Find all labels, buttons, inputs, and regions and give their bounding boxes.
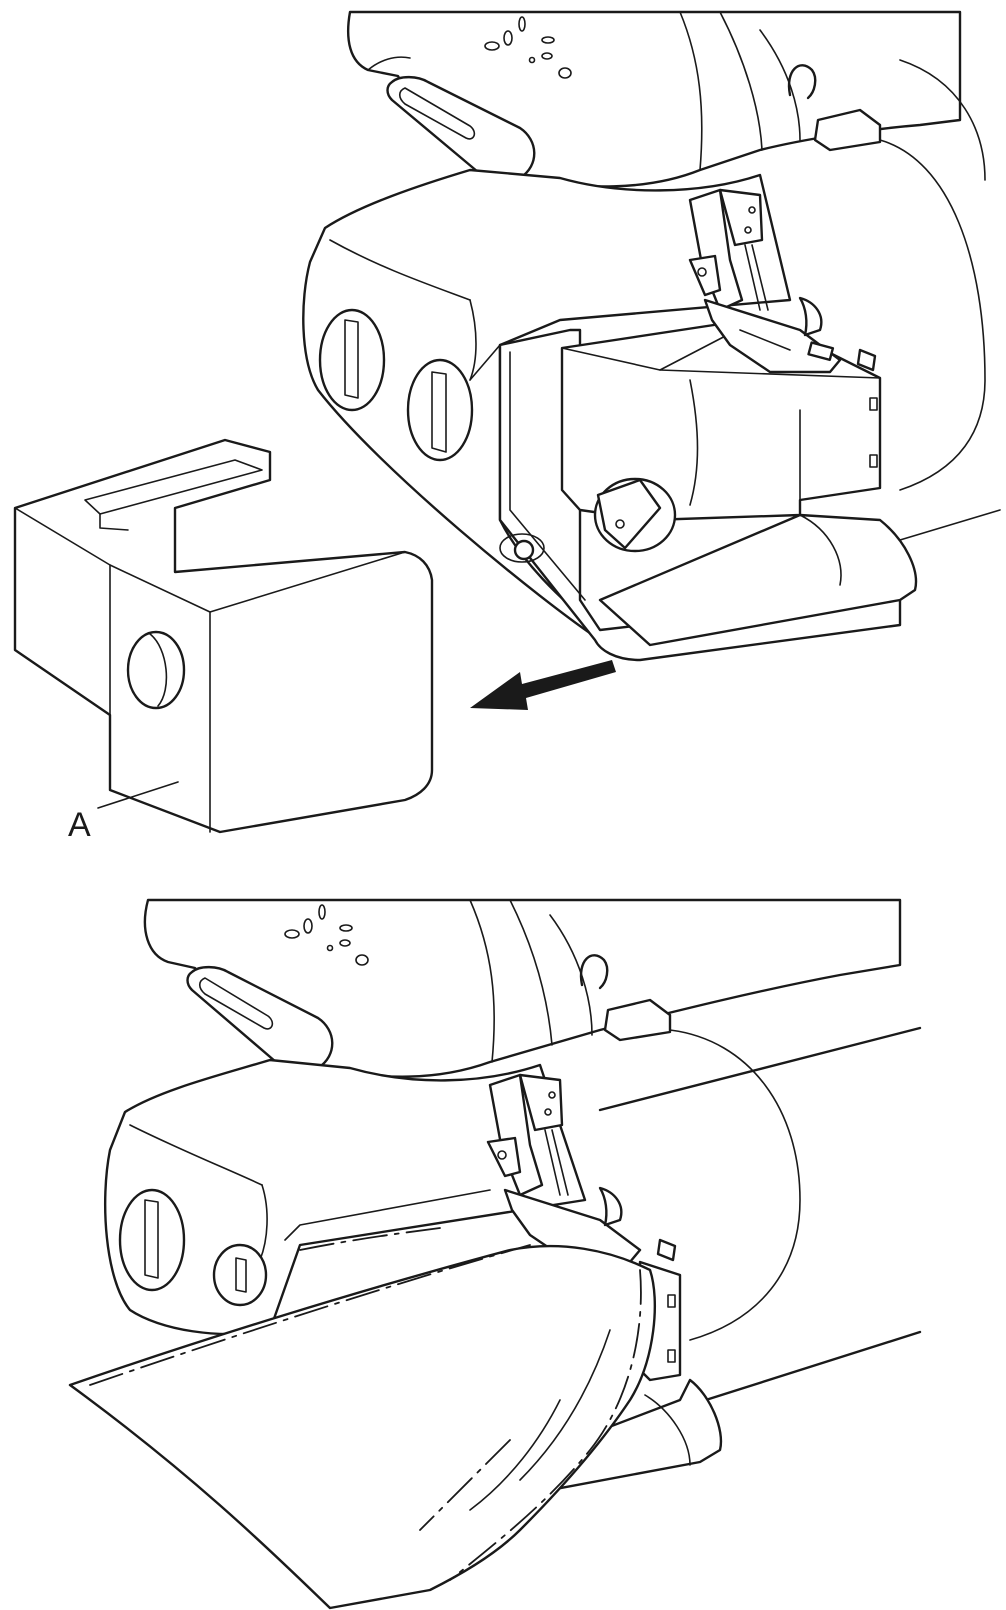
bottom-dial-left	[118, 1188, 186, 1292]
bottom-thread-guide-dots	[284, 904, 369, 966]
cover-a	[13, 438, 434, 834]
callout-a: A	[68, 781, 179, 844]
fabric	[68, 1227, 657, 1610]
bottom-dial-right	[212, 1243, 268, 1307]
top-figure: A	[13, 10, 1001, 844]
top-platform	[598, 513, 918, 647]
bottom-table-line-lower	[688, 1330, 922, 1407]
top-machine-right-side	[879, 139, 986, 491]
thread-guide-dots	[484, 16, 572, 79]
top-box-knob	[593, 477, 677, 553]
top-machine-base	[302, 168, 792, 642]
top-dial-left	[318, 308, 386, 412]
top-table-line	[899, 509, 1001, 541]
bottom-presser-foot	[486, 1073, 677, 1264]
bottom-machine-right-side	[669, 1029, 801, 1341]
callout-label: A	[68, 806, 91, 844]
bottom-figure	[68, 898, 922, 1610]
removal-arrow	[470, 660, 616, 710]
bottom-machine-head	[143, 898, 902, 1078]
bottom-table-line-upper	[598, 1026, 922, 1112]
bottom-machine-base	[104, 1058, 587, 1336]
top-presser-foot	[688, 188, 877, 374]
top-dial-right	[406, 358, 474, 462]
